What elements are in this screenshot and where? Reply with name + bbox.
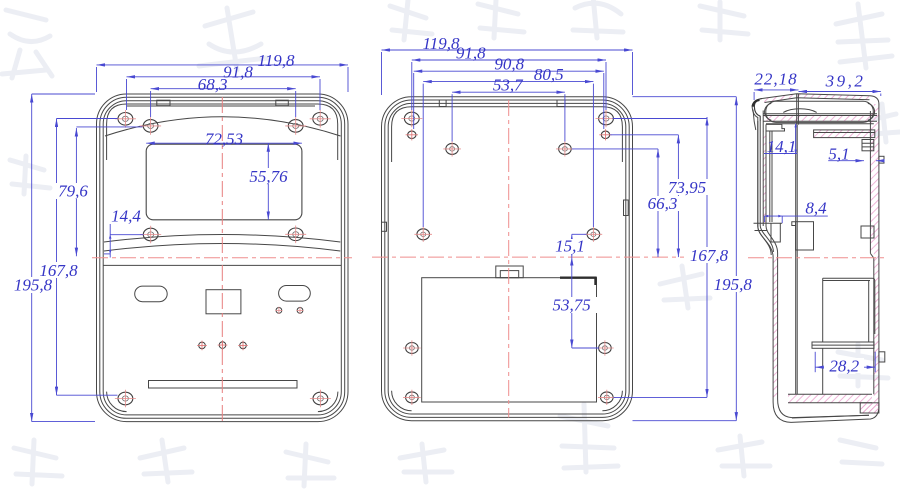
svg-text:79,6: 79,6 bbox=[58, 182, 88, 201]
svg-text:167,8: 167,8 bbox=[690, 246, 729, 265]
svg-text:68,3: 68,3 bbox=[198, 75, 228, 94]
svg-text:80,5: 80,5 bbox=[534, 65, 564, 84]
svg-text:22,18: 22,18 bbox=[754, 70, 797, 89]
svg-text:55,76: 55,76 bbox=[249, 167, 288, 186]
svg-text:53,75: 53,75 bbox=[552, 296, 590, 315]
svg-text:90,8: 90,8 bbox=[494, 55, 524, 74]
svg-text:72,53: 72,53 bbox=[205, 130, 243, 149]
svg-text:195,8: 195,8 bbox=[714, 275, 753, 294]
svg-text:14,1: 14,1 bbox=[767, 137, 797, 156]
svg-text:28,2: 28,2 bbox=[829, 357, 859, 376]
svg-text:39,2: 39,2 bbox=[825, 72, 866, 91]
svg-text:8,4: 8,4 bbox=[805, 199, 827, 218]
svg-text:66,3: 66,3 bbox=[648, 194, 678, 213]
svg-text:119,8: 119,8 bbox=[423, 34, 460, 53]
svg-text:14,4: 14,4 bbox=[111, 207, 141, 226]
svg-text:167,8: 167,8 bbox=[39, 261, 78, 280]
svg-text:119,8: 119,8 bbox=[258, 51, 295, 70]
svg-text:91,8: 91,8 bbox=[456, 44, 486, 63]
svg-text:73,95: 73,95 bbox=[668, 178, 706, 197]
svg-text:15,1: 15,1 bbox=[555, 237, 585, 256]
svg-text:5,1: 5,1 bbox=[828, 145, 849, 164]
svg-text:91,8: 91,8 bbox=[223, 63, 253, 82]
svg-text:53,7: 53,7 bbox=[493, 76, 524, 95]
svg-text:195,8: 195,8 bbox=[14, 276, 53, 295]
